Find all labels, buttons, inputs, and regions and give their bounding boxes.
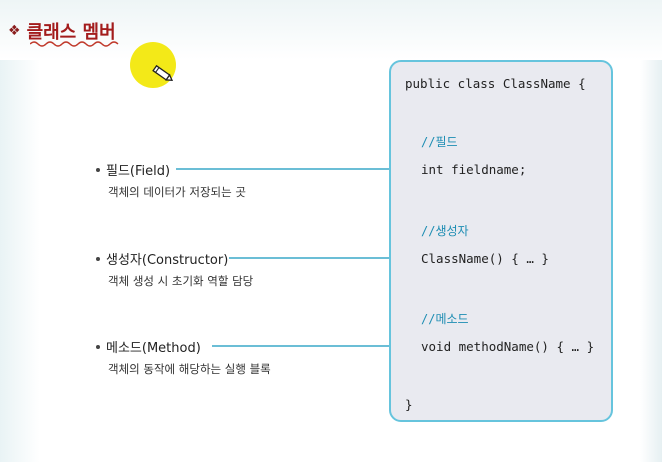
bullet-method <box>96 345 100 349</box>
code-comment-method: //메소드 <box>421 312 469 326</box>
pencil-cursor-icon <box>152 64 174 82</box>
slide-title-text: 클래스 멤버 <box>26 22 116 43</box>
member-label-constructor: 생성자(Constructor) <box>106 253 229 268</box>
code-method: void methodName() { … } <box>421 339 595 354</box>
member-label-field: 필드(Field) <box>106 164 171 179</box>
slide-title: ❖ 클래스 멤버 <box>8 18 116 44</box>
member-label-method: 메소드(Method) <box>106 341 201 356</box>
bullet-field <box>96 168 100 172</box>
bullet-constructor <box>96 257 100 261</box>
title-underline-squiggle <box>30 41 119 47</box>
member-desc-method: 객체의 동작에 해당하는 실행 블록 <box>108 362 271 376</box>
code-class-declaration: public class ClassName { <box>405 76 586 91</box>
member-desc-field: 객체의 데이터가 저장되는 곳 <box>108 185 246 199</box>
code-comment-constructor: //생성자 <box>421 224 469 238</box>
member-desc-constructor: 객체 생성 시 초기화 역할 담당 <box>108 274 254 288</box>
code-panel <box>389 60 613 422</box>
code-comment-field: //필드 <box>421 135 458 149</box>
code-field: int fieldname; <box>421 162 527 177</box>
code-constructor: ClassName() { … } <box>421 251 549 266</box>
title-bullet-icon: ❖ <box>8 23 21 39</box>
code-closing-brace: } <box>405 397 413 412</box>
slide-top-band <box>0 0 662 60</box>
